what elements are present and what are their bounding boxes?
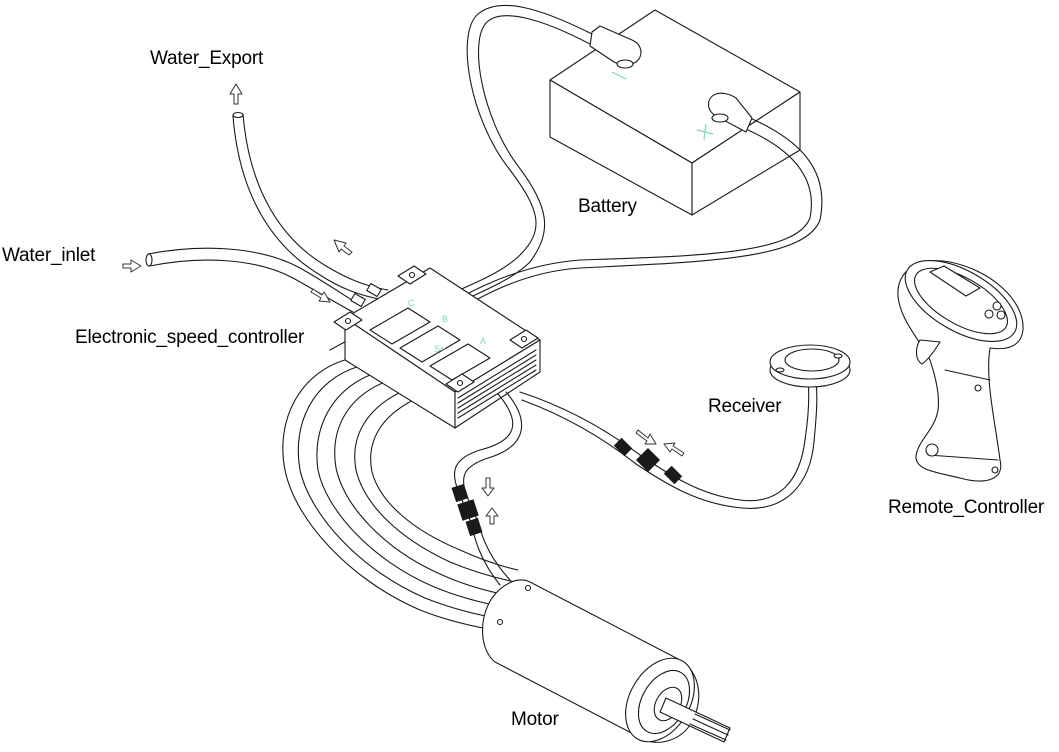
remote-controller [897, 260, 1024, 482]
esc-channel-mark-a: A [480, 336, 486, 346]
battery-positive-mark [696, 123, 714, 141]
remote-display [929, 265, 981, 297]
remote-trigger [915, 339, 941, 365]
water-export-label: Water_Export [150, 48, 264, 69]
esc-mount-tab [509, 329, 539, 349]
receiver-connector [613, 437, 683, 485]
esc-channel-mark-c: C [408, 298, 415, 308]
esc-label: Electronic_speed_controller [75, 327, 305, 348]
motor-connector-pull-arrow-icon [485, 507, 499, 525]
remote-button [992, 301, 1002, 311]
motor-sensor-cable [453, 391, 523, 586]
esc-mount-tab [445, 373, 475, 393]
esc-inlet-fitting [350, 292, 366, 308]
receiver-connector-pull-arrow-icon [663, 442, 685, 457]
electronic-speed-controller: C B A S+ [333, 265, 541, 429]
esc-outlet-fitting [366, 282, 382, 298]
esc-mount-tab [397, 265, 427, 285]
remote-button [984, 309, 994, 319]
motor [482, 579, 731, 743]
motor-sensor-connector [451, 483, 483, 537]
water-export-arrow-icon [229, 83, 243, 105]
esc-channel-recess-b [399, 325, 461, 363]
battery-negative-connector [589, 25, 642, 69]
esc-channel-mark-signal: S+ [434, 344, 445, 354]
receiver-label: Receiver [708, 396, 782, 417]
water-inlet-arrow-icon [122, 259, 142, 273]
remote-controller-label: Remote_Controller [888, 497, 1045, 518]
motor-connector-push-arrow-icon [481, 477, 495, 497]
motor-label: Motor [511, 709, 559, 730]
battery-positive-connector [707, 92, 753, 133]
battery-label: Battery [578, 196, 637, 217]
esc-mount-tab [333, 311, 363, 331]
battery-positive-cable [419, 117, 823, 331]
receiver-connector-push-arrow-icon [635, 429, 657, 445]
esc-channel-recess-c [369, 307, 431, 345]
battery-negative-mark [611, 71, 627, 80]
esc-outflow-arrow-icon [333, 239, 353, 256]
receiver-puck [769, 344, 851, 388]
esc-channel-recess-a [429, 343, 491, 381]
receiver-cable [519, 379, 818, 509]
water-inlet-label: Water_inlet [2, 245, 96, 266]
esc-channel-mark-b: B [442, 314, 448, 324]
motor-shaft-splines [689, 713, 731, 741]
esc-heatsink-fins [457, 349, 537, 419]
esc-inflow-arrow-icon [310, 288, 331, 303]
motor-phase-cables [282, 357, 519, 633]
battery [549, 9, 801, 216]
water-export-pipe [232, 111, 389, 301]
water-inlet-pipe [145, 247, 361, 313]
remote-lanyard-knob [925, 443, 939, 457]
remote-button [996, 310, 1006, 320]
